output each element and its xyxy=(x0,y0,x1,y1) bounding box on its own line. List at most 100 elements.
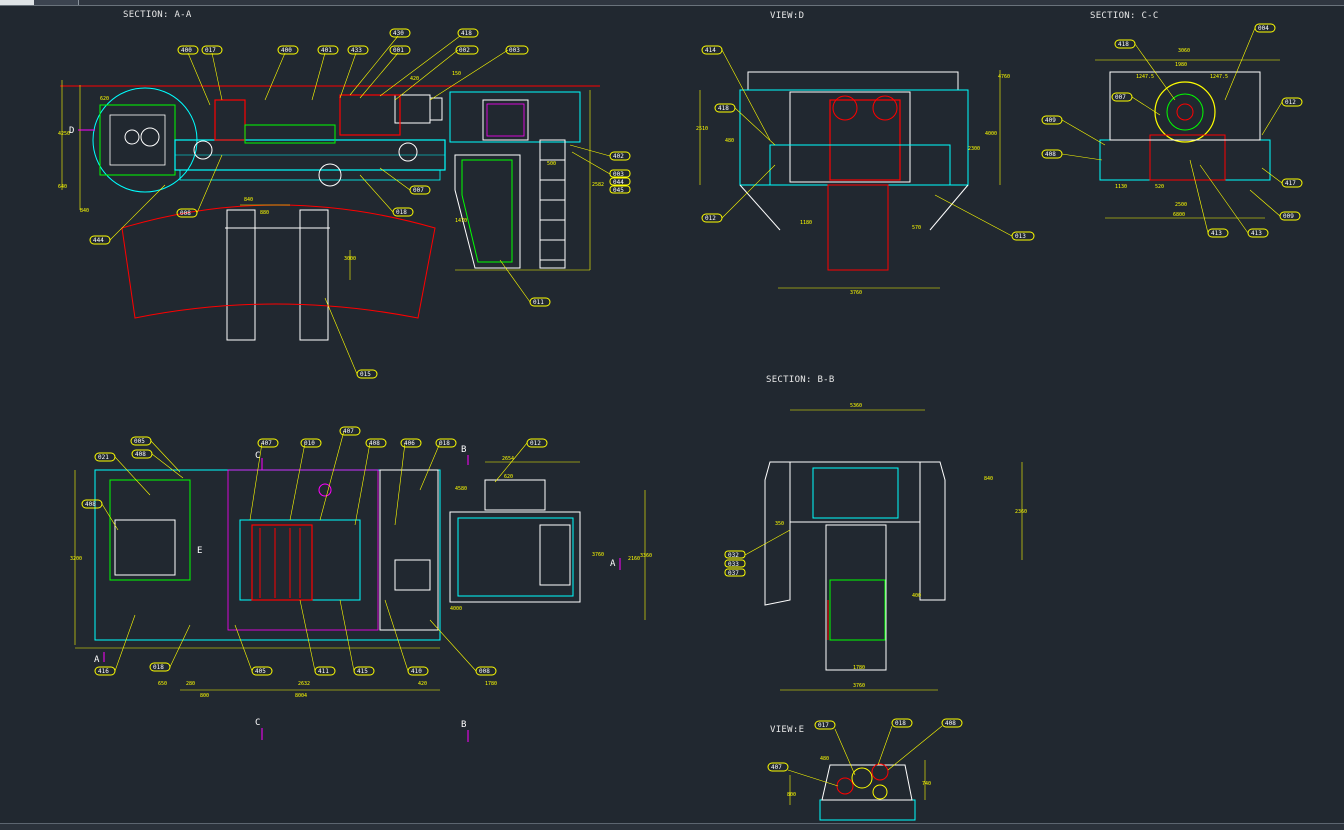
callout[interactable]: 408 xyxy=(131,449,184,479)
callout[interactable]: 012 xyxy=(494,438,548,483)
callout[interactable]: 010 xyxy=(289,438,322,521)
aa-dim-880: 880 xyxy=(260,210,269,216)
section-cc-title: SECTION: C-C xyxy=(1090,11,1159,21)
callout[interactable]: 015 xyxy=(324,297,378,379)
callout[interactable]: 013 xyxy=(934,194,1035,241)
callout[interactable]: 402 xyxy=(569,144,631,161)
callout[interactable]: 416 xyxy=(94,614,136,676)
d-dim-2300: 2300 xyxy=(968,146,980,152)
section-marker-a-top: A xyxy=(610,559,616,569)
callout[interactable]: 045 xyxy=(609,185,631,194)
callout[interactable]: 002 xyxy=(394,45,479,101)
callout[interactable]: 414 xyxy=(701,45,771,141)
aa-dim-640: 640 xyxy=(58,184,67,190)
view-d: VIEW:D 4760 3760 2510 480 4000 1180 570 … xyxy=(696,11,1010,296)
callout[interactable]: 413 xyxy=(1189,159,1229,238)
plan-dim-1780: 1780 xyxy=(485,681,497,687)
svg-text:405: 405 xyxy=(255,668,266,675)
callout[interactable]: 017 xyxy=(814,720,856,776)
callout[interactable]: 004 xyxy=(1224,23,1276,101)
callout[interactable]: 408 xyxy=(354,438,387,526)
section-cc-callouts: 418 004 007 012 409 408 417 413 413 009 xyxy=(1041,23,1303,238)
d-dim-1180: 1180 xyxy=(800,220,812,226)
callout[interactable]: 400 xyxy=(264,45,299,101)
section-aa-title: SECTION: A-A xyxy=(123,10,192,20)
callout[interactable]: 408 xyxy=(81,499,119,531)
callout[interactable]: 011 xyxy=(499,259,551,307)
section-aa-view: SECTION: A-A xyxy=(58,10,604,341)
callout[interactable]: 017 xyxy=(201,45,223,101)
d-dim-4760: 4760 xyxy=(998,74,1010,80)
callout[interactable]: 007 xyxy=(379,167,431,195)
svg-text:009: 009 xyxy=(1283,213,1294,220)
svg-text:418: 418 xyxy=(461,30,472,37)
callout[interactable]: 415 xyxy=(339,599,375,676)
callout[interactable]: 413 xyxy=(1199,164,1269,238)
callout[interactable]: 003 xyxy=(571,151,631,178)
callout[interactable]: 407 xyxy=(319,426,361,521)
plan-dim-3360: 3360 xyxy=(640,553,652,559)
callout[interactable]: 003 xyxy=(429,45,529,101)
plan-dim-280: 280 xyxy=(186,681,195,687)
callout[interactable]: 407 xyxy=(767,762,839,787)
callout[interactable]: 417 xyxy=(1261,167,1303,188)
callout[interactable]: 418 xyxy=(1114,39,1176,101)
callout[interactable]: 012 xyxy=(1261,97,1303,136)
callout[interactable]: 044 xyxy=(609,177,631,186)
aa-dim-840b: 840 xyxy=(80,208,89,214)
svg-text:001: 001 xyxy=(393,47,404,54)
callout[interactable]: 408 xyxy=(1041,149,1103,161)
plan-dim-4000: 4000 xyxy=(450,606,462,612)
callout[interactable]: 033 xyxy=(724,559,746,568)
callout[interactable]: 005 xyxy=(130,436,181,473)
callout[interactable]: 418 xyxy=(379,28,479,97)
callout[interactable]: 444 xyxy=(89,184,166,245)
drawing-tab-secondary[interactable] xyxy=(34,0,79,5)
callout[interactable]: 021 xyxy=(94,452,151,496)
aa-dim-500: 500 xyxy=(547,161,556,167)
cc-dim-6800: 6800 xyxy=(1173,212,1185,218)
callout[interactable]: 407 xyxy=(249,438,279,521)
svg-text:407: 407 xyxy=(343,428,354,435)
d-dim-570: 570 xyxy=(912,225,921,231)
callout[interactable]: 406 xyxy=(394,438,422,526)
callout[interactable]: 012 xyxy=(701,164,776,223)
svg-text:407: 407 xyxy=(771,764,782,771)
callout[interactable]: 007 xyxy=(1111,92,1161,116)
callout[interactable]: 408 xyxy=(887,718,963,771)
svg-text:418: 418 xyxy=(718,105,729,112)
view-d-title: VIEW:D xyxy=(770,11,804,21)
svg-text:018: 018 xyxy=(153,664,164,671)
aa-dim-420: 420 xyxy=(410,76,419,82)
callout[interactable]: 400 xyxy=(177,45,211,106)
callout[interactable]: 430 xyxy=(349,28,411,96)
svg-text:010: 010 xyxy=(304,440,315,447)
svg-text:017: 017 xyxy=(205,47,216,54)
callout[interactable]: 001 xyxy=(359,45,411,99)
drawing-tab[interactable] xyxy=(0,0,34,5)
callout[interactable]: 018 xyxy=(149,624,191,672)
d-dim-4000: 4000 xyxy=(985,131,997,137)
section-bb-view: SECTION: B-B 5360 3760 1780 2360 350 840… xyxy=(764,375,1027,691)
callout[interactable]: 009 xyxy=(1249,189,1301,221)
callout[interactable]: 409 xyxy=(1041,115,1106,146)
callout[interactable]: 401 xyxy=(311,45,339,101)
plan-dim-420: 420 xyxy=(418,681,427,687)
callout[interactable]: 411 xyxy=(299,599,336,676)
plan-dim-3760: 3760 xyxy=(592,552,604,558)
callout[interactable]: 433 xyxy=(339,45,369,99)
callout[interactable]: 018 xyxy=(359,174,414,217)
svg-text:033: 033 xyxy=(728,561,739,568)
callout[interactable]: 018 xyxy=(877,718,913,766)
section-cc-view: SECTION: C-C 3060 1980 1247.5 1247.5 680… xyxy=(1090,11,1280,219)
cc-dim-1247a: 1247.5 xyxy=(1136,74,1154,80)
callout[interactable]: 037 xyxy=(724,568,746,577)
callout[interactable]: 405 xyxy=(234,624,273,676)
callout[interactable]: 410 xyxy=(384,599,429,676)
callout[interactable]: 008 xyxy=(429,619,497,676)
callout[interactable]: 418 xyxy=(714,103,776,146)
callout[interactable]: 018 xyxy=(419,438,457,491)
callout[interactable]: 008 xyxy=(176,154,223,218)
callout[interactable]: 032 xyxy=(724,529,791,559)
